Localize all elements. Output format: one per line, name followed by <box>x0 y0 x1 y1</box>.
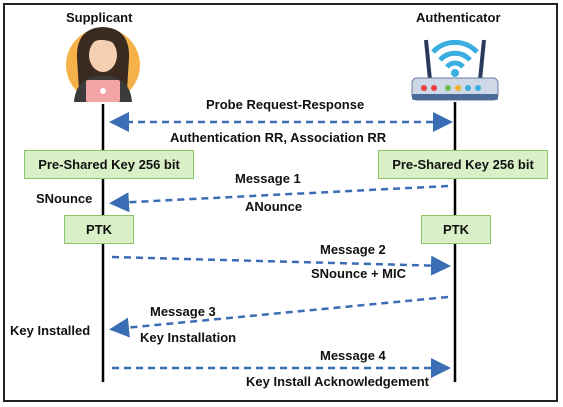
ptk-box-supplicant: PTK <box>64 215 134 244</box>
message1-arrow <box>109 184 449 213</box>
key-installed-label: Key Installed <box>10 323 91 338</box>
anounce-label: ANounce <box>245 199 303 214</box>
auth-assoc-label: Authentication RR, Association RR <box>170 130 387 145</box>
authenticator-title: Authenticator <box>416 10 501 25</box>
wifi-router-icon <box>411 39 499 101</box>
key-installation-label: Key Installation <box>140 330 237 345</box>
message1-label: Message 1 <box>235 171 301 186</box>
message3-arrow <box>109 295 449 338</box>
diagram-frame <box>3 3 558 402</box>
key-install-ack-label: Key Install Acknowledgement <box>246 374 430 389</box>
psk-box-supplicant: Pre-Shared Key 256 bit <box>24 150 194 179</box>
message2-arrow <box>111 255 451 276</box>
message2-label: Message 2 <box>320 242 386 257</box>
woman-laptop-icon <box>66 27 140 102</box>
snounce-mic-label: SNounce + MIC <box>311 266 406 281</box>
message3-label: Message 3 <box>150 304 216 319</box>
supplicant-title: Supplicant <box>66 10 133 25</box>
probe-label: Probe Request-Response <box>206 97 365 112</box>
psk-box-authenticator: Pre-Shared Key 256 bit <box>378 150 548 179</box>
snounce-label: SNounce <box>36 191 93 206</box>
message4-label: Message 4 <box>320 348 386 363</box>
ptk-box-authenticator: PTK <box>421 215 491 244</box>
